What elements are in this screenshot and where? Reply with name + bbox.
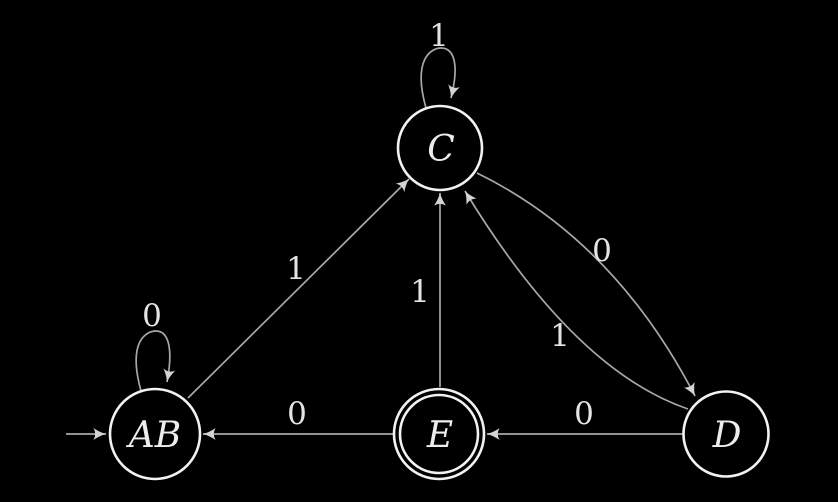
state-labels-group: AB C D E bbox=[126, 129, 742, 456]
state-circle-e-inner bbox=[398, 393, 480, 475]
edge-ab-self bbox=[135, 330, 176, 392]
edge-c-d bbox=[476, 172, 696, 397]
edge-label-e-ab: 0 bbox=[287, 396, 307, 432]
edge-label-d-c: 1 bbox=[550, 318, 570, 354]
edge-label-ab-self: 0 bbox=[142, 298, 162, 334]
edge-label-d-e: 0 bbox=[574, 396, 594, 432]
state-label-d: D bbox=[712, 415, 742, 456]
state-circle-e-outer bbox=[392, 387, 486, 481]
edge-label-c-d: 0 bbox=[592, 233, 612, 269]
state-label-ab: AB bbox=[126, 415, 181, 456]
edge-label-e-c: 1 bbox=[410, 274, 430, 310]
edge-labels-group: 0 1 1 0 1 0 0 1 bbox=[142, 18, 612, 432]
state-circle-c bbox=[396, 104, 484, 192]
edge-label-ab-c: 1 bbox=[286, 251, 306, 287]
edges-group bbox=[66, 47, 696, 440]
state-circle-d bbox=[682, 390, 770, 478]
state-label-e: E bbox=[426, 415, 453, 456]
states-group bbox=[108, 104, 770, 481]
edge-c-self bbox=[420, 47, 460, 109]
state-label-c: C bbox=[427, 129, 455, 170]
edge-d-c bbox=[464, 190, 689, 410]
state-circle-ab bbox=[108, 387, 202, 481]
edge-ab-c bbox=[187, 178, 410, 399]
edge-label-c-self: 1 bbox=[429, 18, 449, 54]
